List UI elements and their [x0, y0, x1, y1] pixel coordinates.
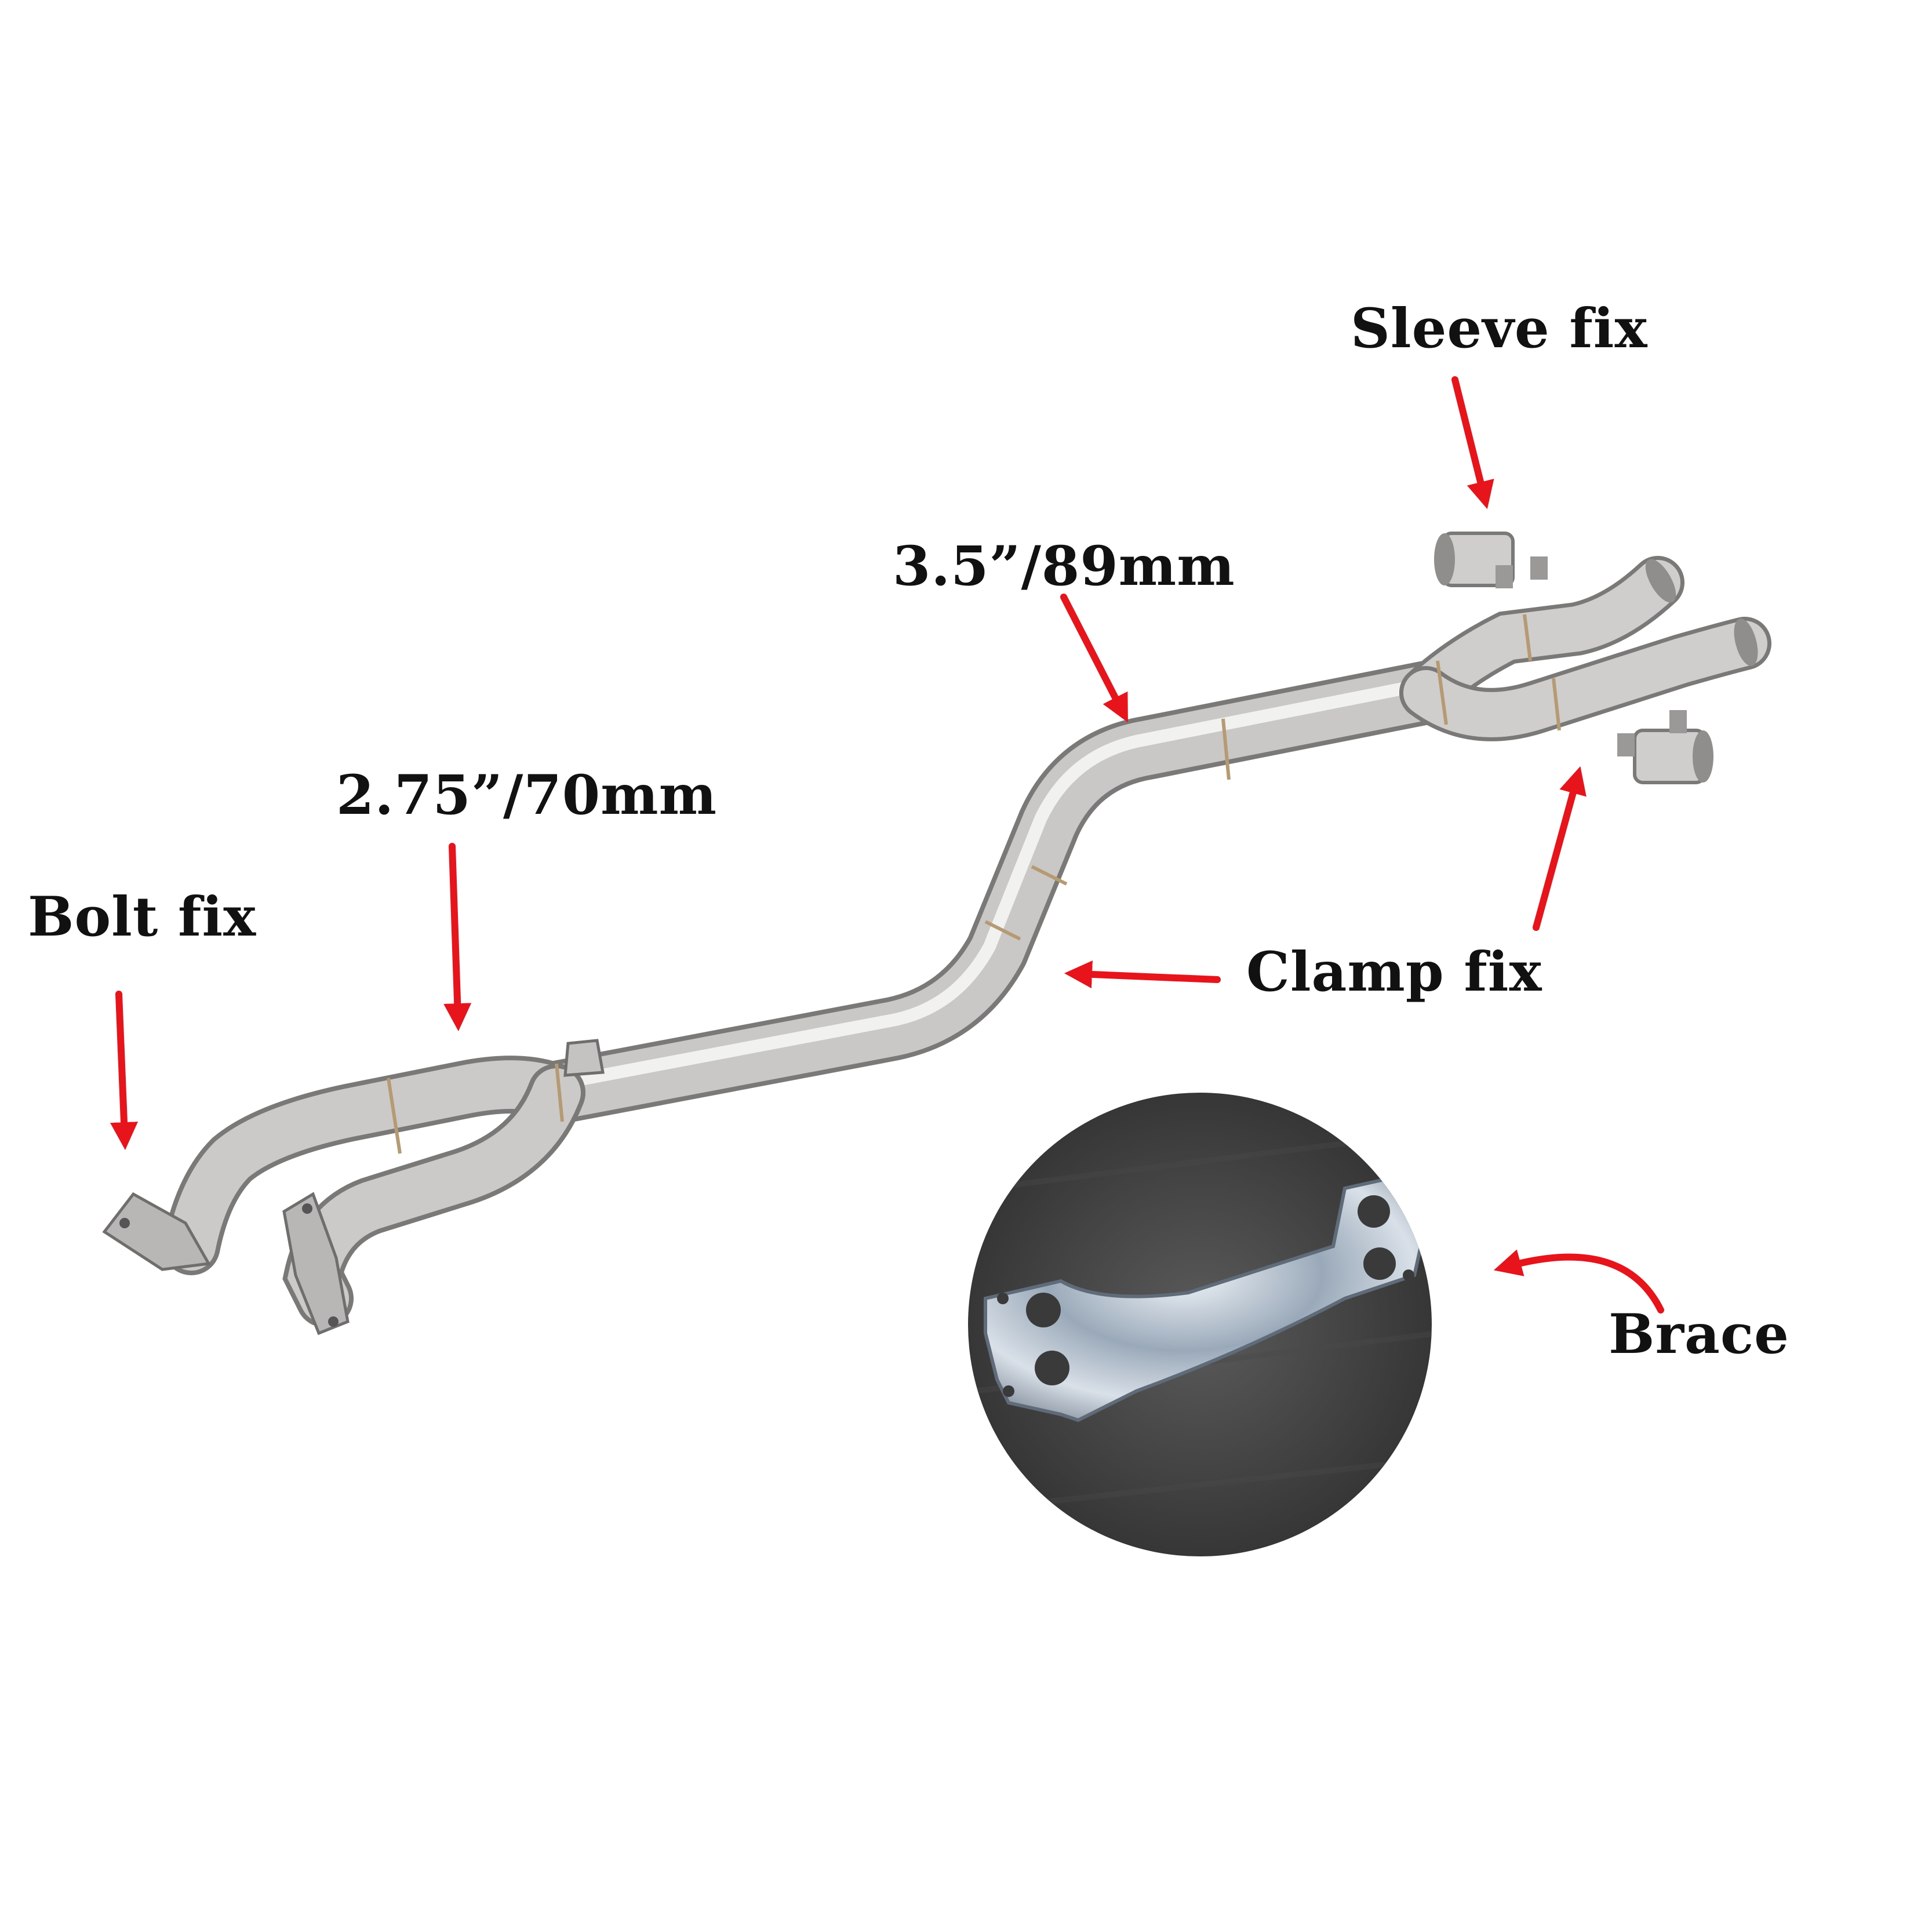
weld-seams	[387, 614, 1561, 1154]
brace-hole	[1363, 1247, 1396, 1280]
brace-label: Brace	[1609, 1302, 1789, 1366]
brace-bolt-hole	[1003, 1385, 1014, 1397]
front-branch-upper	[167, 1060, 581, 1271]
arrow-icon	[1533, 766, 1587, 931]
rear-outlet-upper	[1645, 559, 1676, 603]
arrow-icon	[443, 843, 472, 1031]
flange-bolt-hole	[328, 1316, 339, 1327]
rear-outlet-lower	[1734, 618, 1758, 666]
brace-hole	[1035, 1351, 1069, 1385]
brace-inset-photo	[968, 1093, 1432, 1556]
main-pipe	[529, 665, 1453, 1120]
sleeve-clamp-upper	[1434, 532, 1548, 588]
hanger-tab	[563, 1039, 605, 1077]
sleeve-fix-label: Sleeve fix	[1351, 297, 1648, 361]
brace-bolt-hole	[1391, 1183, 1403, 1194]
brace-hole	[1026, 1293, 1061, 1327]
exhaust-pipe-assembly	[102, 556, 1771, 1336]
brace-hole	[1358, 1195, 1390, 1228]
main-pipe-highlight	[550, 678, 1432, 1090]
flange-bolt-hole	[302, 1203, 312, 1214]
sleeve-clamp-lower	[1617, 710, 1713, 784]
front-flange-lower	[282, 1192, 350, 1336]
brace-plate	[984, 1174, 1428, 1422]
large-pipe-diameter-label: 3.5”/89mm	[893, 534, 1235, 598]
main-pipe-outline	[525, 661, 1458, 1125]
arrow-icon	[110, 991, 139, 1150]
annotation-arrows	[110, 376, 1664, 1314]
brace-bolt-hole	[997, 1293, 1009, 1304]
rear-branch-lower	[1403, 621, 1767, 737]
flange-bolt-hole	[119, 1218, 130, 1228]
arrow-icon	[1451, 376, 1494, 510]
front-flange-upper	[102, 1192, 212, 1271]
arrow-icon	[1060, 594, 1128, 723]
bolt-fix-label: Bolt fix	[28, 885, 257, 949]
brace-bolt-hole	[1403, 1269, 1414, 1281]
small-pipe-diameter-label: 2.75”/70mm	[336, 763, 718, 827]
arrow-icon	[1064, 960, 1221, 988]
clamp-fix-label: Clamp fix	[1246, 940, 1542, 1004]
rear-branch-upper	[1403, 560, 1680, 715]
arrow-icon	[1493, 1249, 1664, 1314]
